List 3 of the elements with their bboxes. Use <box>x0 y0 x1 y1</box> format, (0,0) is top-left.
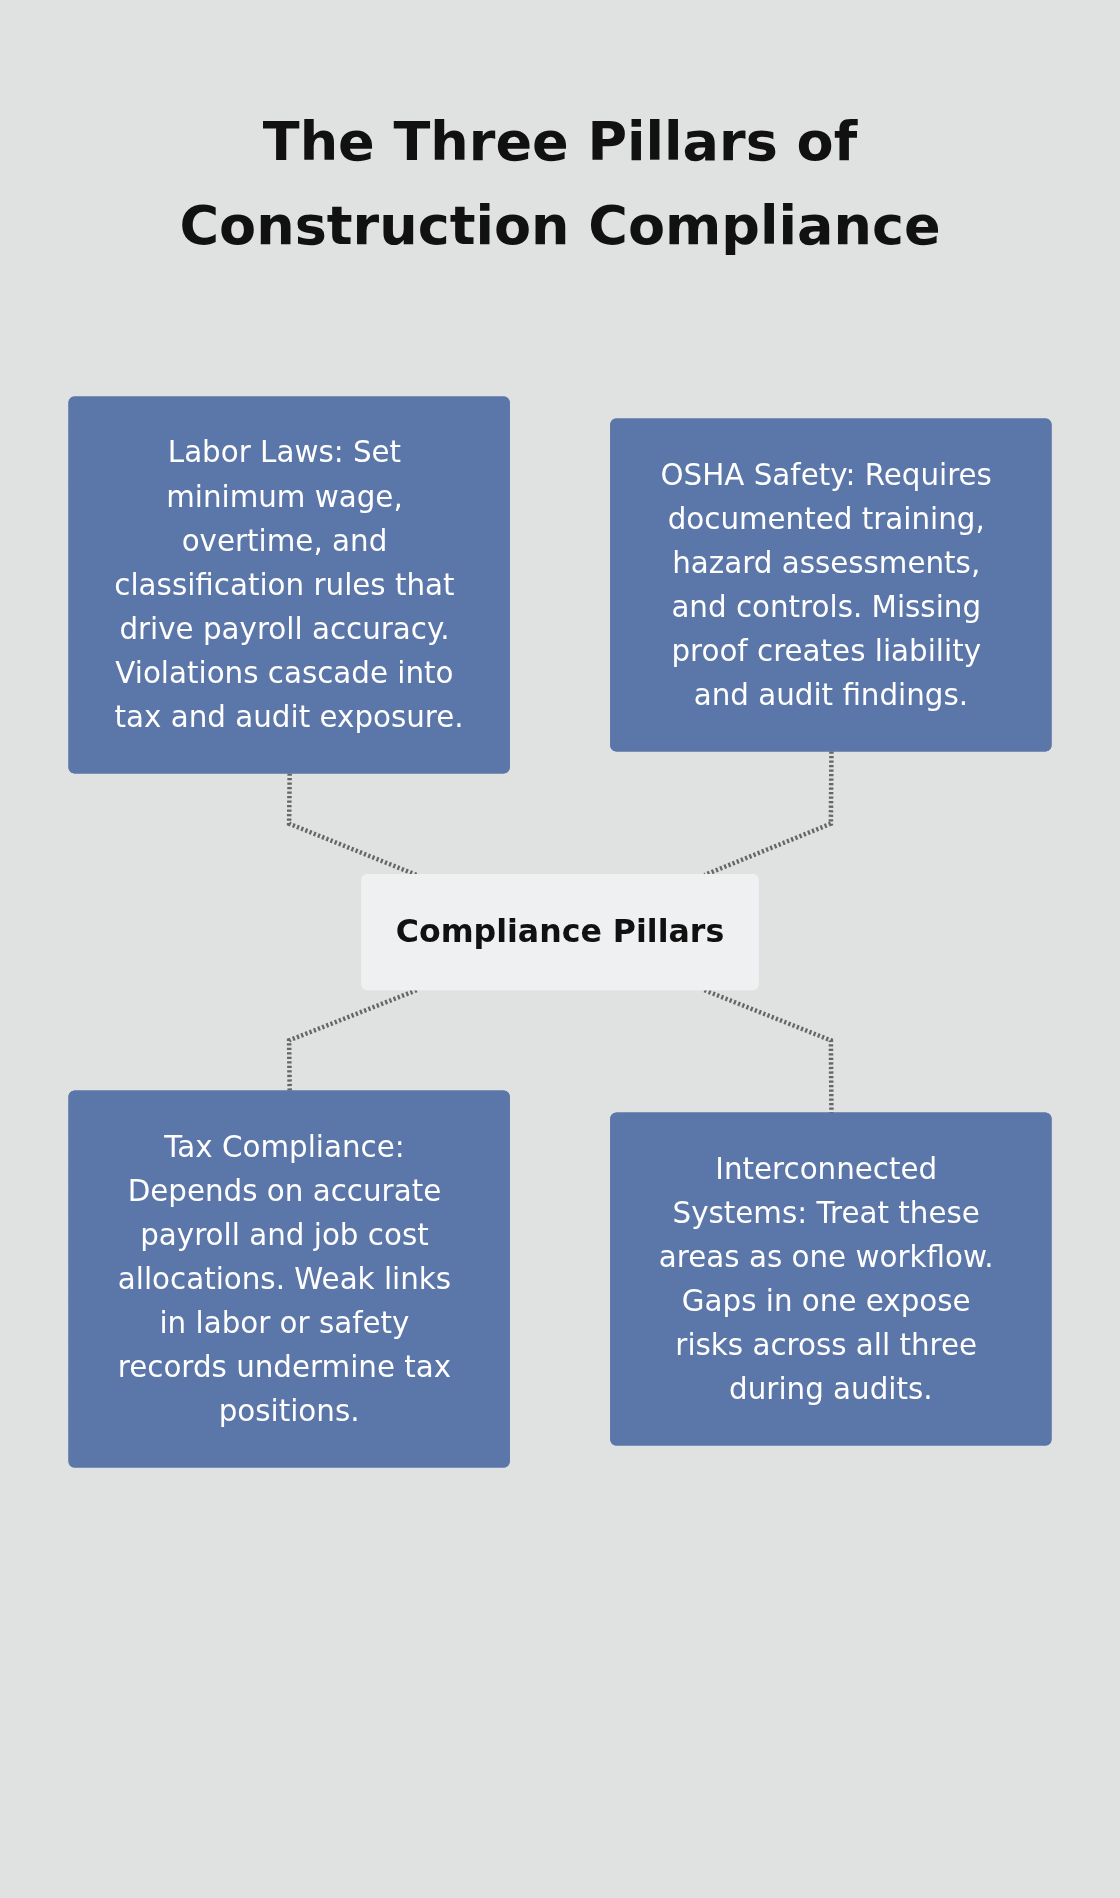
title: The Three Pillars of Construction Compliance <box>178 109 942 259</box>
connector <box>286 988 418 1092</box>
diagram: Labor Laws: Set minimum wage, overtime, and classification rules that drive payroll accuracy. Violations cascade into tax and audit exposure. OSHA Safety: Requires documented training, hazard assessments, and controls. Missing proof creates liability and audit findings. Compliance Pillars Tax Compliance: Depends on accurate payroll and job cost allocations. Weak links in labor or safety records undermine tax positions. Interconnected Systems: Treat these areas as one workflow. Gaps in one expose risks across all three during audits. <box>60 388 1060 1477</box>
